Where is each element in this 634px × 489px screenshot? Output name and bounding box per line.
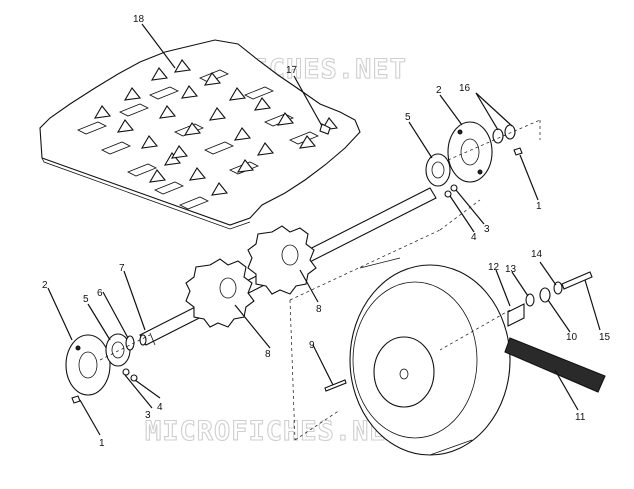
friction-strip <box>504 337 606 393</box>
callout-3-left: 3 <box>145 410 151 421</box>
bearing-flange-right <box>447 121 493 183</box>
callout-12: 12 <box>488 262 500 273</box>
seal-rings-right <box>492 124 516 144</box>
nut-right-4 <box>444 190 452 198</box>
callout-4-right: 4 <box>471 232 477 243</box>
slide-plate <box>39 39 361 230</box>
callout-10: 10 <box>566 332 578 343</box>
callout-4-left: 4 <box>157 402 163 413</box>
washer-10 <box>539 287 551 303</box>
bolt-15 <box>561 271 593 290</box>
callout-15: 15 <box>599 332 611 343</box>
callout-1-right: 1 <box>536 201 542 212</box>
callout-3-right: 3 <box>484 224 490 235</box>
washer-right-3 <box>450 184 458 192</box>
bolt-right <box>513 147 523 156</box>
callout-8-lower: 8 <box>265 349 271 360</box>
watermark-bottom: MICROFICHES.NET <box>145 416 404 447</box>
collar-left <box>125 335 135 351</box>
callout-16: 16 <box>459 83 471 94</box>
drive-sprocket-upper <box>247 225 317 295</box>
bearing-right <box>425 153 451 187</box>
callout-2-left: 2 <box>42 280 48 291</box>
callout-11: 11 <box>575 412 586 423</box>
callout-8-upper: 8 <box>316 304 322 315</box>
idler-wheel <box>349 257 511 456</box>
alignment-lines <box>99 119 541 441</box>
callouts: 18 17 16 2 5 1 3 4 8 8 7 6 5 2 4 3 1 9 1… <box>42 14 611 449</box>
bolt-left <box>71 395 81 404</box>
plate-clip <box>319 123 331 135</box>
callout-7: 7 <box>119 263 125 274</box>
callout-2-right: 2 <box>436 85 442 96</box>
callout-13: 13 <box>505 264 517 275</box>
callout-14: 14 <box>531 249 543 260</box>
callout-17: 17 <box>286 65 298 76</box>
callout-5-right: 5 <box>405 112 411 123</box>
leader-lines <box>47 23 601 436</box>
callout-9: 9 <box>309 340 315 351</box>
nut-left-4 <box>130 374 138 382</box>
callout-18: 18 <box>133 14 145 25</box>
bearing-flange-left <box>65 334 111 396</box>
wheel-spacer <box>507 303 525 327</box>
drive-sprocket-lower <box>185 258 255 328</box>
callout-5-left: 5 <box>83 294 89 305</box>
washer-left-3 <box>122 368 130 376</box>
pin <box>324 379 347 392</box>
callout-6: 6 <box>97 288 103 299</box>
plate-slots <box>77 69 319 210</box>
callout-1-left: 1 <box>99 438 105 449</box>
plate-studs <box>93 59 339 196</box>
washer-13 <box>525 293 535 307</box>
